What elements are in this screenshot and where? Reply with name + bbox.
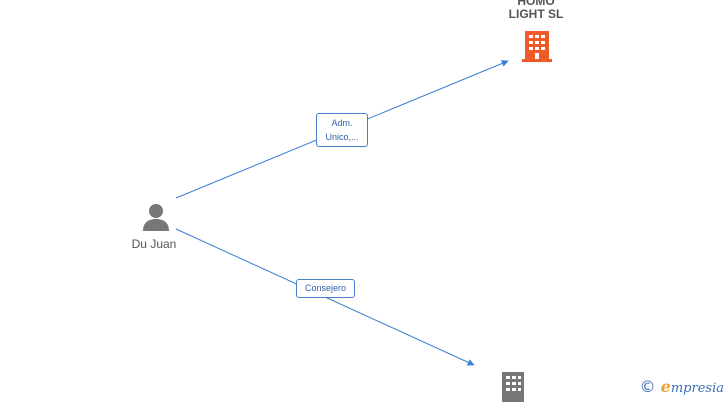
person-label[interactable]: Du Juan — [131, 237, 177, 251]
edge-label-top-line2: Unico,... — [325, 132, 359, 142]
brand-watermark: © empresia — [640, 377, 724, 396]
company-top-label[interactable]: HOMO LIGHT SL — [508, 0, 564, 21]
copyright-icon: © — [639, 377, 656, 396]
edge-label-top[interactable]: Adm. Unico,... — [316, 113, 368, 147]
edge-label-top-line1: Adm. — [331, 118, 353, 128]
brand-rest: mpresia — [670, 381, 724, 396]
building-icon[interactable] — [522, 29, 554, 63]
brand-logo: empresia — [661, 377, 724, 396]
edge-label-bottom[interactable]: Consejero — [296, 279, 355, 298]
building-icon[interactable] — [500, 372, 528, 402]
brand-first-letter: e — [660, 377, 671, 396]
person-icon[interactable] — [141, 202, 171, 232]
